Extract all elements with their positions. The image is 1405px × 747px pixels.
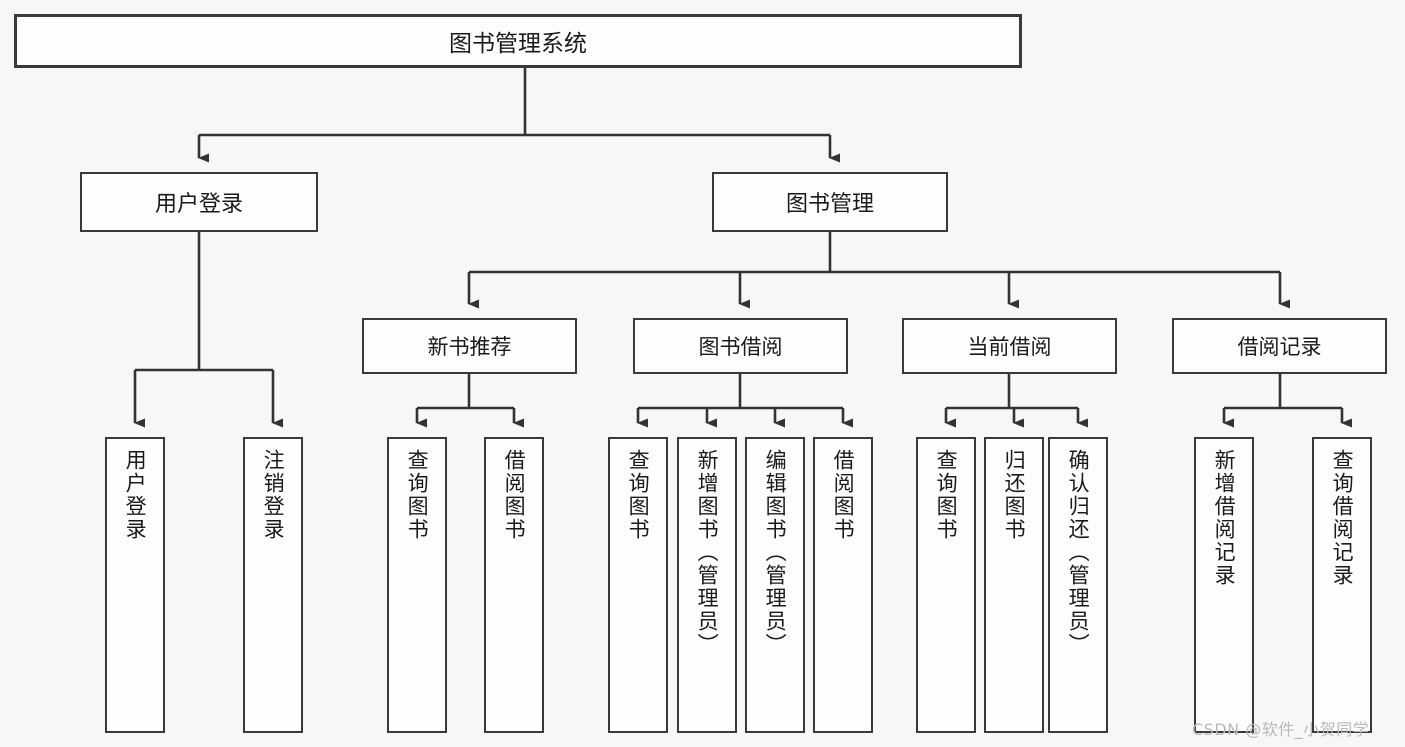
leaf-return-book[interactable]: 归还图书 xyxy=(984,437,1044,733)
leaf-label: 查询图书 xyxy=(934,449,959,541)
node-user-login[interactable]: 用户登录 xyxy=(80,172,318,232)
leaf-borrow-book-2[interactable]: 借阅图书 xyxy=(813,437,873,733)
leaf-label: 新增借阅记录 xyxy=(1212,449,1237,587)
node-current-borrow[interactable]: 当前借阅 xyxy=(902,318,1117,374)
leaf-add-book[interactable]: 新增图书（管理员） xyxy=(677,437,737,733)
leaf-edit-book[interactable]: 编辑图书（管理员） xyxy=(745,437,805,733)
leaf-label: 归还图书 xyxy=(1002,449,1027,541)
leaf-label: 编辑图书（管理员） xyxy=(763,449,788,656)
leaf-query-book-1[interactable]: 查询图书 xyxy=(387,437,447,733)
leaf-query-book-2[interactable]: 查询图书 xyxy=(608,437,668,733)
leaf-label: 查询图书 xyxy=(626,449,651,541)
leaf-label: 注销登录 xyxy=(261,449,286,541)
leaf-borrow-book-1[interactable]: 借阅图书 xyxy=(484,437,544,733)
leaf-query-book-3[interactable]: 查询图书 xyxy=(916,437,976,733)
node-book-manage[interactable]: 图书管理 xyxy=(712,172,948,232)
leaf-label: 借阅图书 xyxy=(831,449,856,541)
csdn-watermark: CSDN @软件_小贺同学 xyxy=(1192,720,1370,739)
leaf-label: 确认归还（管理员） xyxy=(1066,449,1091,656)
leaf-confirm-return[interactable]: 确认归还（管理员） xyxy=(1048,437,1108,733)
leaf-user-login[interactable]: 用户登录 xyxy=(105,437,165,733)
node-root[interactable]: 图书管理系统 xyxy=(14,14,1022,68)
leaf-add-record[interactable]: 新增借阅记录 xyxy=(1194,437,1254,733)
leaf-label: 用户登录 xyxy=(123,449,148,541)
leaf-user-logout[interactable]: 注销登录 xyxy=(243,437,303,733)
node-book-borrow[interactable]: 图书借阅 xyxy=(633,318,848,374)
node-new-book-recommend[interactable]: 新书推荐 xyxy=(362,318,577,374)
node-borrow-record[interactable]: 借阅记录 xyxy=(1172,318,1387,374)
leaf-label: 新增图书（管理员） xyxy=(695,449,720,656)
leaf-query-record[interactable]: 查询借阅记录 xyxy=(1312,437,1372,733)
leaf-label: 查询图书 xyxy=(405,449,430,541)
leaf-label: 借阅图书 xyxy=(502,449,527,541)
leaf-label: 查询借阅记录 xyxy=(1330,449,1355,587)
